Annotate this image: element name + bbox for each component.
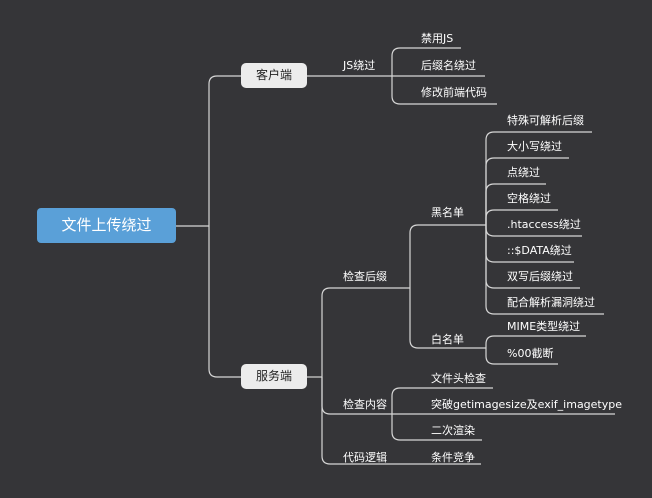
client-item-suffix-bypass: 后缀名绕过 [421, 59, 476, 72]
code-logic-item: 条件竞争 [431, 451, 475, 464]
code-logic-node: 代码逻辑 [343, 451, 387, 464]
blacklist-item: 点绕过 [507, 166, 540, 179]
blacklist-item: 配合解析漏洞绕过 [507, 296, 595, 309]
blacklist-item: ::$DATA绕过 [507, 244, 572, 257]
whitelist-node: 白名单 [431, 333, 464, 346]
whitelist-item: MIME类型绕过 [507, 320, 581, 333]
check-content-item: 文件头检查 [431, 372, 486, 385]
root-node: 文件上传绕过 [37, 208, 176, 243]
check-suffix-node: 检查后缀 [343, 270, 387, 283]
client-item-disable-js: 禁用JS [421, 32, 454, 45]
check-content-item: 突破getimagesize及exif_imagetype [431, 398, 623, 411]
blacklist-item: 大小写绕过 [507, 140, 562, 153]
check-content-item: 二次渲染 [431, 424, 475, 437]
whitelist-item: %00截断 [507, 347, 554, 360]
blacklist-item: .htaccess绕过 [507, 218, 581, 231]
check-content-node: 检查内容 [343, 398, 387, 411]
client-node: 客户端 [241, 63, 307, 88]
blacklist-item: 空格绕过 [507, 192, 551, 205]
js-bypass-node: JS绕过 [343, 59, 376, 72]
client-item-modify-frontend: 修改前端代码 [421, 86, 487, 99]
blacklist-node: 黑名单 [431, 206, 464, 219]
server-node: 服务端 [241, 364, 307, 389]
blacklist-item: 双写后缀绕过 [507, 270, 573, 283]
blacklist-item: 特殊可解析后缀 [507, 114, 584, 127]
